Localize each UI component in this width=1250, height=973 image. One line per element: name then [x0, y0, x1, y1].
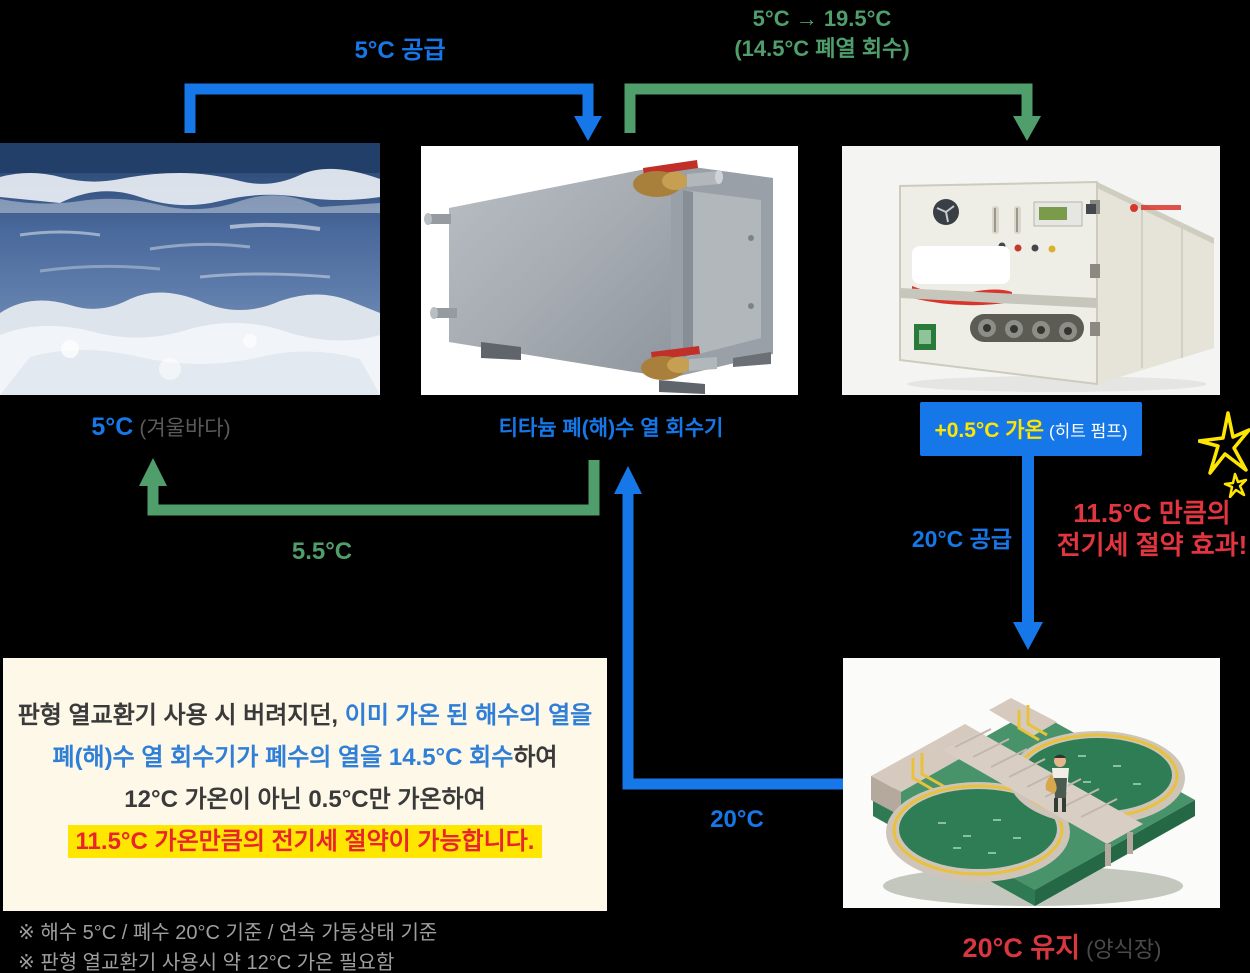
heat-pump-caption: (히트 펌프)	[1048, 421, 1128, 441]
farm-caption: (양식장)	[1086, 937, 1162, 962]
recovery-temp-line2: (14.5°C 폐열 회수)	[734, 36, 910, 61]
arrow-heatpump-to-farm	[1013, 456, 1043, 650]
explanation-line2-dark: 하여	[513, 744, 558, 771]
explanation-line1-blue: 이미 가온 된 해수의 열을	[344, 702, 593, 729]
farm-label: 20°C 유지(양식장)	[902, 926, 1222, 965]
recovery-unit-label: 티타늄 폐(해)수 열 회수기	[498, 417, 724, 440]
explanation-line3: 12°C 가온이 아닌 0.5°C만 가온하여	[124, 786, 486, 813]
explanation-line1-dark: 판형 열교환기 사용 시 버려지던,	[17, 702, 345, 729]
brass-valve-top	[633, 160, 723, 197]
pump-side-panel	[1097, 182, 1214, 384]
winter-sea-photo	[0, 143, 380, 395]
heat-pump-photo	[842, 146, 1220, 395]
recovery-temp-line1: 5°C → 19.5°C	[752, 6, 892, 31]
sea-temp: 5°C	[91, 413, 134, 441]
recovery-temp-label: 5°C → 19.5°C (14.5°C 폐열 회수)	[697, 4, 947, 64]
farm-temp: 20°C 유지	[962, 933, 1081, 963]
star-doodle-icon	[1198, 411, 1250, 498]
arrow-recovery-to-heatpump	[624, 83, 1041, 141]
explanation-line4-highlight: 11.5°C 가온만큼의 전기세 절약이 가능합니다.	[67, 825, 543, 858]
fish-farm-illustration	[843, 658, 1220, 908]
return-temp-label: 5.5°C	[291, 538, 353, 565]
pump-display	[1033, 201, 1096, 227]
explanation-line2-blue: 폐(해)수 열 회수기가 폐수의 열을 14.5°C 회수	[52, 744, 514, 771]
sea-label: 5°C(겨울바다)	[36, 412, 286, 442]
supply-20c-label: 20°C 공급	[911, 526, 1012, 552]
savings-note: 11.5°C 만큼의 전기세 절약 효과!	[1052, 497, 1250, 561]
pump-brand-logo	[1130, 204, 1181, 212]
explanation-line4: 11.5°C 가온만큼의 전기세 절약이 가능합니다.	[3, 825, 607, 858]
savings-line2: 전기세 절약 효과!	[1056, 530, 1248, 560]
explanation-box: 판형 열교환기 사용 시 버려지던, 이미 가온 된 해수의 열을 폐(해)수 …	[3, 658, 607, 911]
footnote-1: ※ 해수 5°C / 폐수 20°C 기준 / 연속 가동상태 기준	[18, 922, 438, 944]
farm-worker	[1045, 754, 1069, 812]
heat-recovery-unit-photo	[421, 146, 798, 395]
heat-pump-temp: +0.5°C 가온	[934, 419, 1044, 442]
explanation-line2: 폐(해)수 열 회수기가 폐수의 열을 14.5°C 회수하여	[3, 744, 607, 772]
heat-pump-badge: +0.5°C 가온(히트 펌프)	[920, 402, 1142, 456]
arrow-recovery-to-sea	[139, 458, 600, 516]
explanation-line1: 판형 열교환기 사용 시 버려지던, 이미 가온 된 해수의 열을	[3, 702, 607, 730]
waste-20c-label: 20°C	[710, 806, 764, 833]
savings-line1: 11.5°C 만큼의	[1073, 498, 1231, 528]
arrow-farm-to-recovery	[614, 466, 843, 790]
supply-5c-label: 5°C 공급	[354, 37, 446, 64]
sea-caption: (겨울바다)	[139, 417, 231, 440]
farm-tank-left	[886, 782, 1070, 882]
unit-front-face	[449, 164, 671, 378]
footnote-2: ※ 판형 열교환기 사용시 약 12°C 가온 필요함	[18, 952, 395, 973]
brass-valve-bottom	[641, 346, 717, 380]
pump-gauges	[970, 314, 1084, 342]
arrow-sea-to-recovery	[184, 83, 602, 141]
